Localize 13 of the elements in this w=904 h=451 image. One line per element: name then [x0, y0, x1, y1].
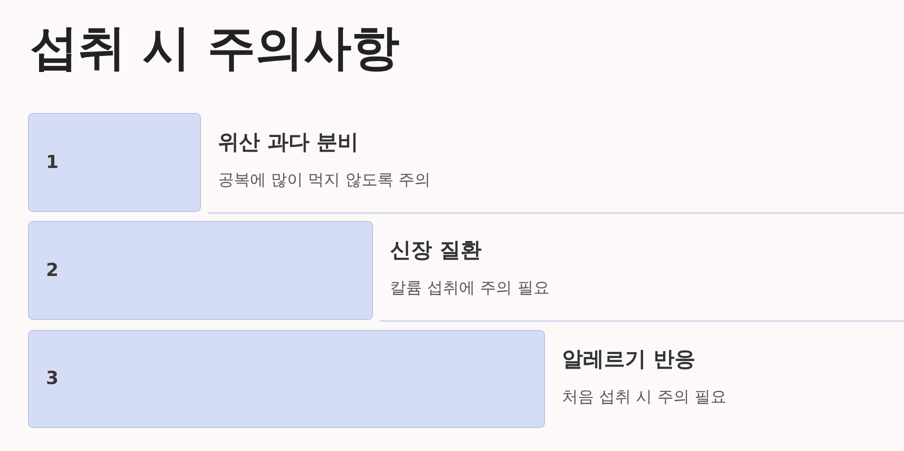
step-heading: 알레르기 반응 [562, 346, 696, 373]
step-bar [28, 221, 373, 320]
step-description: 처음 섭취 시 주의 필요 [562, 387, 726, 407]
step-description: 공복에 많이 먹지 않도록 주의 [218, 170, 430, 190]
step-heading: 위산 과다 분비 [218, 129, 359, 156]
step-heading: 신장 질환 [390, 237, 482, 264]
title: 섭취 시 주의사항 [30, 19, 400, 78]
step-bar [28, 330, 545, 428]
step-number: 3 [46, 368, 59, 390]
step-number: 1 [46, 152, 59, 174]
step-description: 칼륨 섭취에 주의 필요 [390, 278, 550, 298]
step-bar [28, 113, 201, 212]
step-number: 2 [46, 260, 59, 282]
